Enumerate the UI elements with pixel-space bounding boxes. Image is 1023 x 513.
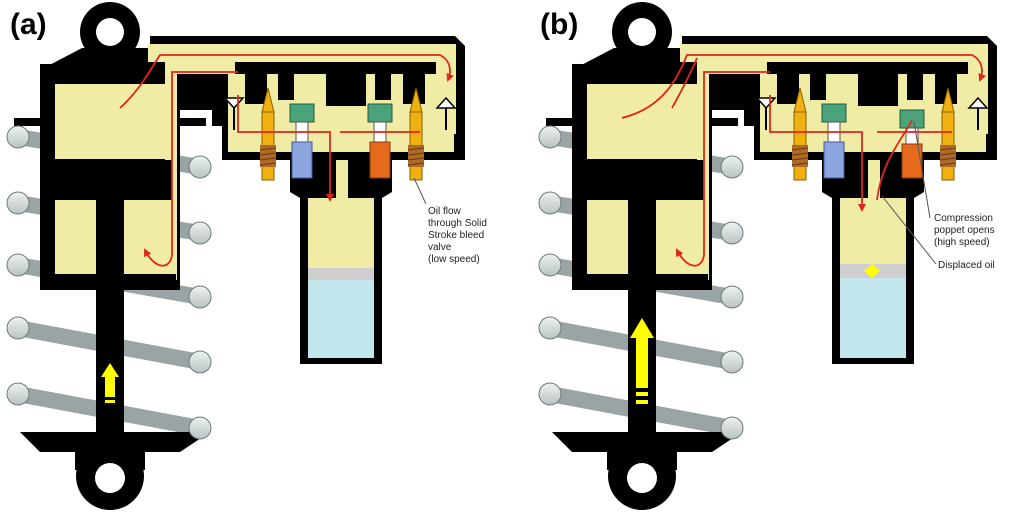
svg-text:through Solid: through Solid	[428, 218, 487, 229]
cylinder-oil-upper	[55, 84, 165, 159]
callout-line-a	[413, 177, 427, 205]
needle-valve-right	[407, 87, 425, 181]
panel-letter-b: (b)	[540, 8, 578, 41]
bottom-mount-eye	[627, 463, 657, 493]
panel-a: (a) Oil flow through Solid Stroke bleed …	[6, 2, 487, 510]
svg-text:valve: valve	[428, 242, 452, 253]
needle-valve-left	[259, 87, 277, 181]
reservoir-oil	[308, 198, 374, 268]
check-valve-right	[435, 96, 457, 130]
check-valve-right	[967, 96, 989, 130]
reservoir-gas	[840, 278, 906, 358]
rebound-poppet	[289, 103, 315, 179]
svg-text:(high speed): (high speed)	[934, 237, 990, 248]
svg-text:Oil flow: Oil flow	[428, 206, 462, 217]
reservoir-gas	[308, 280, 374, 358]
needle-valve-right	[939, 87, 957, 181]
piston-rod	[96, 180, 124, 470]
callout-note-b2: Displaced oil	[938, 260, 995, 271]
bottom-mount-eye	[95, 463, 125, 493]
oil-passage-top	[680, 44, 986, 62]
svg-text:poppet opens: poppet opens	[934, 225, 995, 236]
spring-coils-front	[538, 125, 744, 440]
panel-b: (b) Compression poppet opens (high speed…	[538, 2, 997, 510]
oil-passage-top	[148, 44, 454, 62]
callout-line-b1	[913, 121, 931, 219]
needle-valve-left	[791, 87, 809, 181]
spring-coils-front	[6, 125, 212, 440]
callout-line-b2	[881, 195, 937, 265]
flow-arrows-b	[621, 54, 986, 267]
reservoir-oil	[840, 198, 906, 264]
svg-text:Compression: Compression	[934, 213, 993, 224]
compression-poppet	[367, 103, 393, 179]
motion-arrow-large	[630, 318, 654, 404]
flow-arrows-a	[119, 54, 454, 267]
callout-note-b1: Compression poppet opens (high speed)	[934, 213, 995, 248]
svg-text:Stroke bleed: Stroke bleed	[428, 230, 484, 241]
motion-arrow-small	[101, 363, 119, 403]
svg-text:(low speed): (low speed)	[428, 254, 480, 265]
cylinder-oil-upper	[587, 84, 697, 159]
panel-letter-a: (a)	[10, 8, 47, 41]
callout-note-a: Oil flow through Solid Stroke bleed valv…	[428, 206, 487, 265]
reservoir-piston	[308, 268, 374, 280]
displaced-oil-marker	[864, 264, 880, 278]
